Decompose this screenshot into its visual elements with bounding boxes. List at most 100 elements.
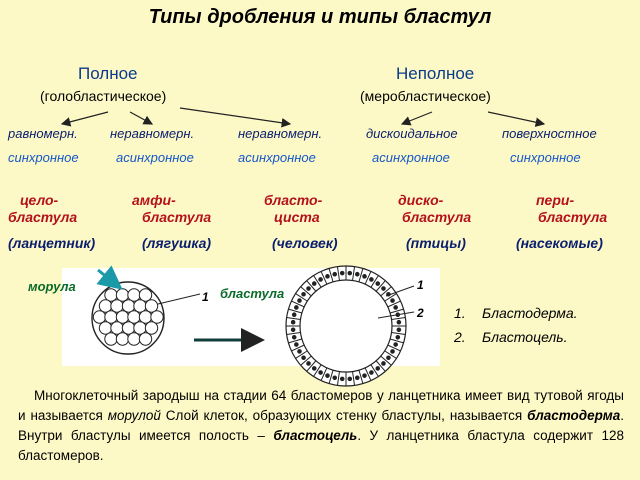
- morula-cell: [127, 332, 141, 346]
- type-incomplete-sub: (меробластическое): [360, 88, 491, 104]
- blastoderm-cell-nucleus: [325, 274, 330, 279]
- morula-cell: [138, 310, 153, 324]
- blastoderm-cell-wall: [328, 369, 334, 384]
- legend-item-1: Бластодерма.: [482, 305, 578, 321]
- blastoderm-cell-wall: [313, 364, 322, 377]
- blastoderm-cell-wall: [384, 350, 397, 359]
- morula-cell: [121, 321, 136, 335]
- blastoderm-cell-wall: [336, 266, 340, 281]
- blastoderm-cell-nucleus: [395, 334, 401, 340]
- blastoderm-cell-nucleus: [311, 281, 317, 286]
- morula-cell: [115, 310, 130, 324]
- blastoderm-cell-nucleus: [375, 366, 381, 371]
- blastoderm-cell-nucleus: [375, 281, 381, 286]
- term-blastocoel: бластоцель: [273, 428, 358, 443]
- blastula-4-b: бластула: [402, 209, 472, 225]
- blastoderm-cell-nucleus: [291, 312, 297, 318]
- blastoderm-cell-wall: [291, 344, 305, 352]
- blastoderm-cell-wall: [352, 371, 356, 386]
- blastoderm-cell-nucleus: [311, 366, 317, 371]
- blastoderm-cell-nucleus: [297, 349, 302, 354]
- teal-arrow: [96, 265, 123, 290]
- morula-cell: [104, 310, 118, 324]
- blastoderm-cell-nucleus: [290, 319, 296, 325]
- blastoderm-cell-wall: [288, 338, 303, 344]
- blastoderm-cell-wall: [391, 316, 406, 320]
- blastoderm-cell-wall: [328, 268, 334, 283]
- term-blastoderm: бластодерма: [527, 408, 621, 423]
- blastoderm-cell-nucleus: [347, 376, 353, 382]
- blastoderm-cell-wall: [300, 355, 312, 366]
- blastoderm-cell-wall: [306, 280, 317, 292]
- blastoderm-cell-nucleus: [386, 355, 391, 361]
- morula-cell: [110, 321, 124, 335]
- morula-cell: [121, 299, 136, 313]
- blastoderm-cell-nucleus: [396, 319, 402, 325]
- blastula-3-b: циста: [274, 209, 320, 225]
- arrow-to-col4: [400, 111, 433, 126]
- blastula-4-a: диско-: [398, 192, 444, 208]
- blastula-5-b: бластула: [538, 209, 608, 225]
- blastoderm-cell-wall: [375, 280, 386, 292]
- morula-cell: [104, 332, 118, 346]
- type-complete-sub: (голобластическое): [40, 88, 167, 104]
- blastoderm-cell-nucleus: [318, 370, 323, 375]
- sync-5: синхронное: [510, 150, 581, 165]
- blastoderm-cell-wall: [358, 268, 364, 283]
- blastoderm-cell-nucleus: [393, 342, 398, 347]
- blastoderm-cell-nucleus: [354, 271, 360, 277]
- legend-num-2: 2.: [454, 329, 466, 345]
- example-2: (лягушка): [142, 235, 212, 251]
- blastoderm-cell-nucleus: [294, 305, 299, 310]
- morula-label: морула: [28, 279, 76, 294]
- blastoderm-cell-wall: [389, 338, 404, 344]
- blastoderm-cell-nucleus: [381, 286, 386, 291]
- blastoderm-cell-nucleus: [301, 291, 306, 297]
- blastoderm-cell-wall: [370, 364, 379, 377]
- example-3: (человек): [272, 235, 338, 251]
- sync-3: асинхронное: [238, 150, 316, 165]
- blastoderm-cell-nucleus: [354, 375, 360, 381]
- blastoderm-cell-wall: [370, 275, 379, 288]
- blastula-2-b: бластула: [142, 209, 212, 225]
- blastoderm-cell-nucleus: [369, 277, 374, 282]
- blastoderm-cell-wall: [288, 308, 303, 314]
- blastoderm-cell-nucleus: [381, 361, 386, 366]
- type-complete: Полное: [78, 64, 138, 83]
- blastoderm-cell-wall: [320, 271, 328, 285]
- morula-marker: 1: [202, 290, 209, 304]
- blastoderm-cell-wall: [387, 344, 401, 352]
- cleavage-1: равномерн.: [8, 126, 78, 141]
- sync-4: асинхронное: [372, 150, 450, 165]
- blastula-2-a: амфи-: [132, 192, 176, 208]
- blastoderm-cell-nucleus: [390, 298, 395, 303]
- blastoderm-cell-wall: [286, 316, 301, 320]
- blastula-1-b: бластула: [8, 209, 78, 225]
- morula-cell: [127, 310, 141, 324]
- blastoderm-cell-nucleus: [362, 274, 367, 279]
- morula-cell: [110, 299, 124, 313]
- morula-cell: [92, 310, 107, 324]
- blastoderm-cell-nucleus: [390, 349, 395, 354]
- blastula-marker-1: 1: [417, 278, 424, 292]
- blastoderm-cell-wall: [295, 293, 308, 302]
- blastoderm-cell-wall: [375, 360, 386, 372]
- blastoderm-cell-wall: [320, 367, 328, 381]
- morula-cell: [115, 288, 130, 302]
- page-title: Типы дробления и типы бластул: [148, 6, 492, 28]
- blastoderm-cell-nucleus: [369, 370, 374, 375]
- morula-cell: [98, 321, 113, 335]
- term-morula: морулой: [107, 408, 161, 423]
- blastoderm-cell-wall: [391, 332, 406, 336]
- morula-cell: [98, 299, 113, 313]
- blastoderm-cell-wall: [384, 293, 397, 302]
- morula-cell: [115, 332, 130, 346]
- morula-cell: [138, 288, 153, 302]
- blastoderm-cell-nucleus: [291, 334, 297, 340]
- blastoderm-cell-nucleus: [294, 342, 299, 347]
- blastoderm-cell-wall: [300, 286, 312, 297]
- cleavage-4: дискоидальное: [366, 126, 458, 141]
- blastoderm-cell-wall: [389, 308, 404, 314]
- morula-cell: [144, 299, 159, 313]
- legend-item-2: Бластоцель.: [482, 329, 568, 345]
